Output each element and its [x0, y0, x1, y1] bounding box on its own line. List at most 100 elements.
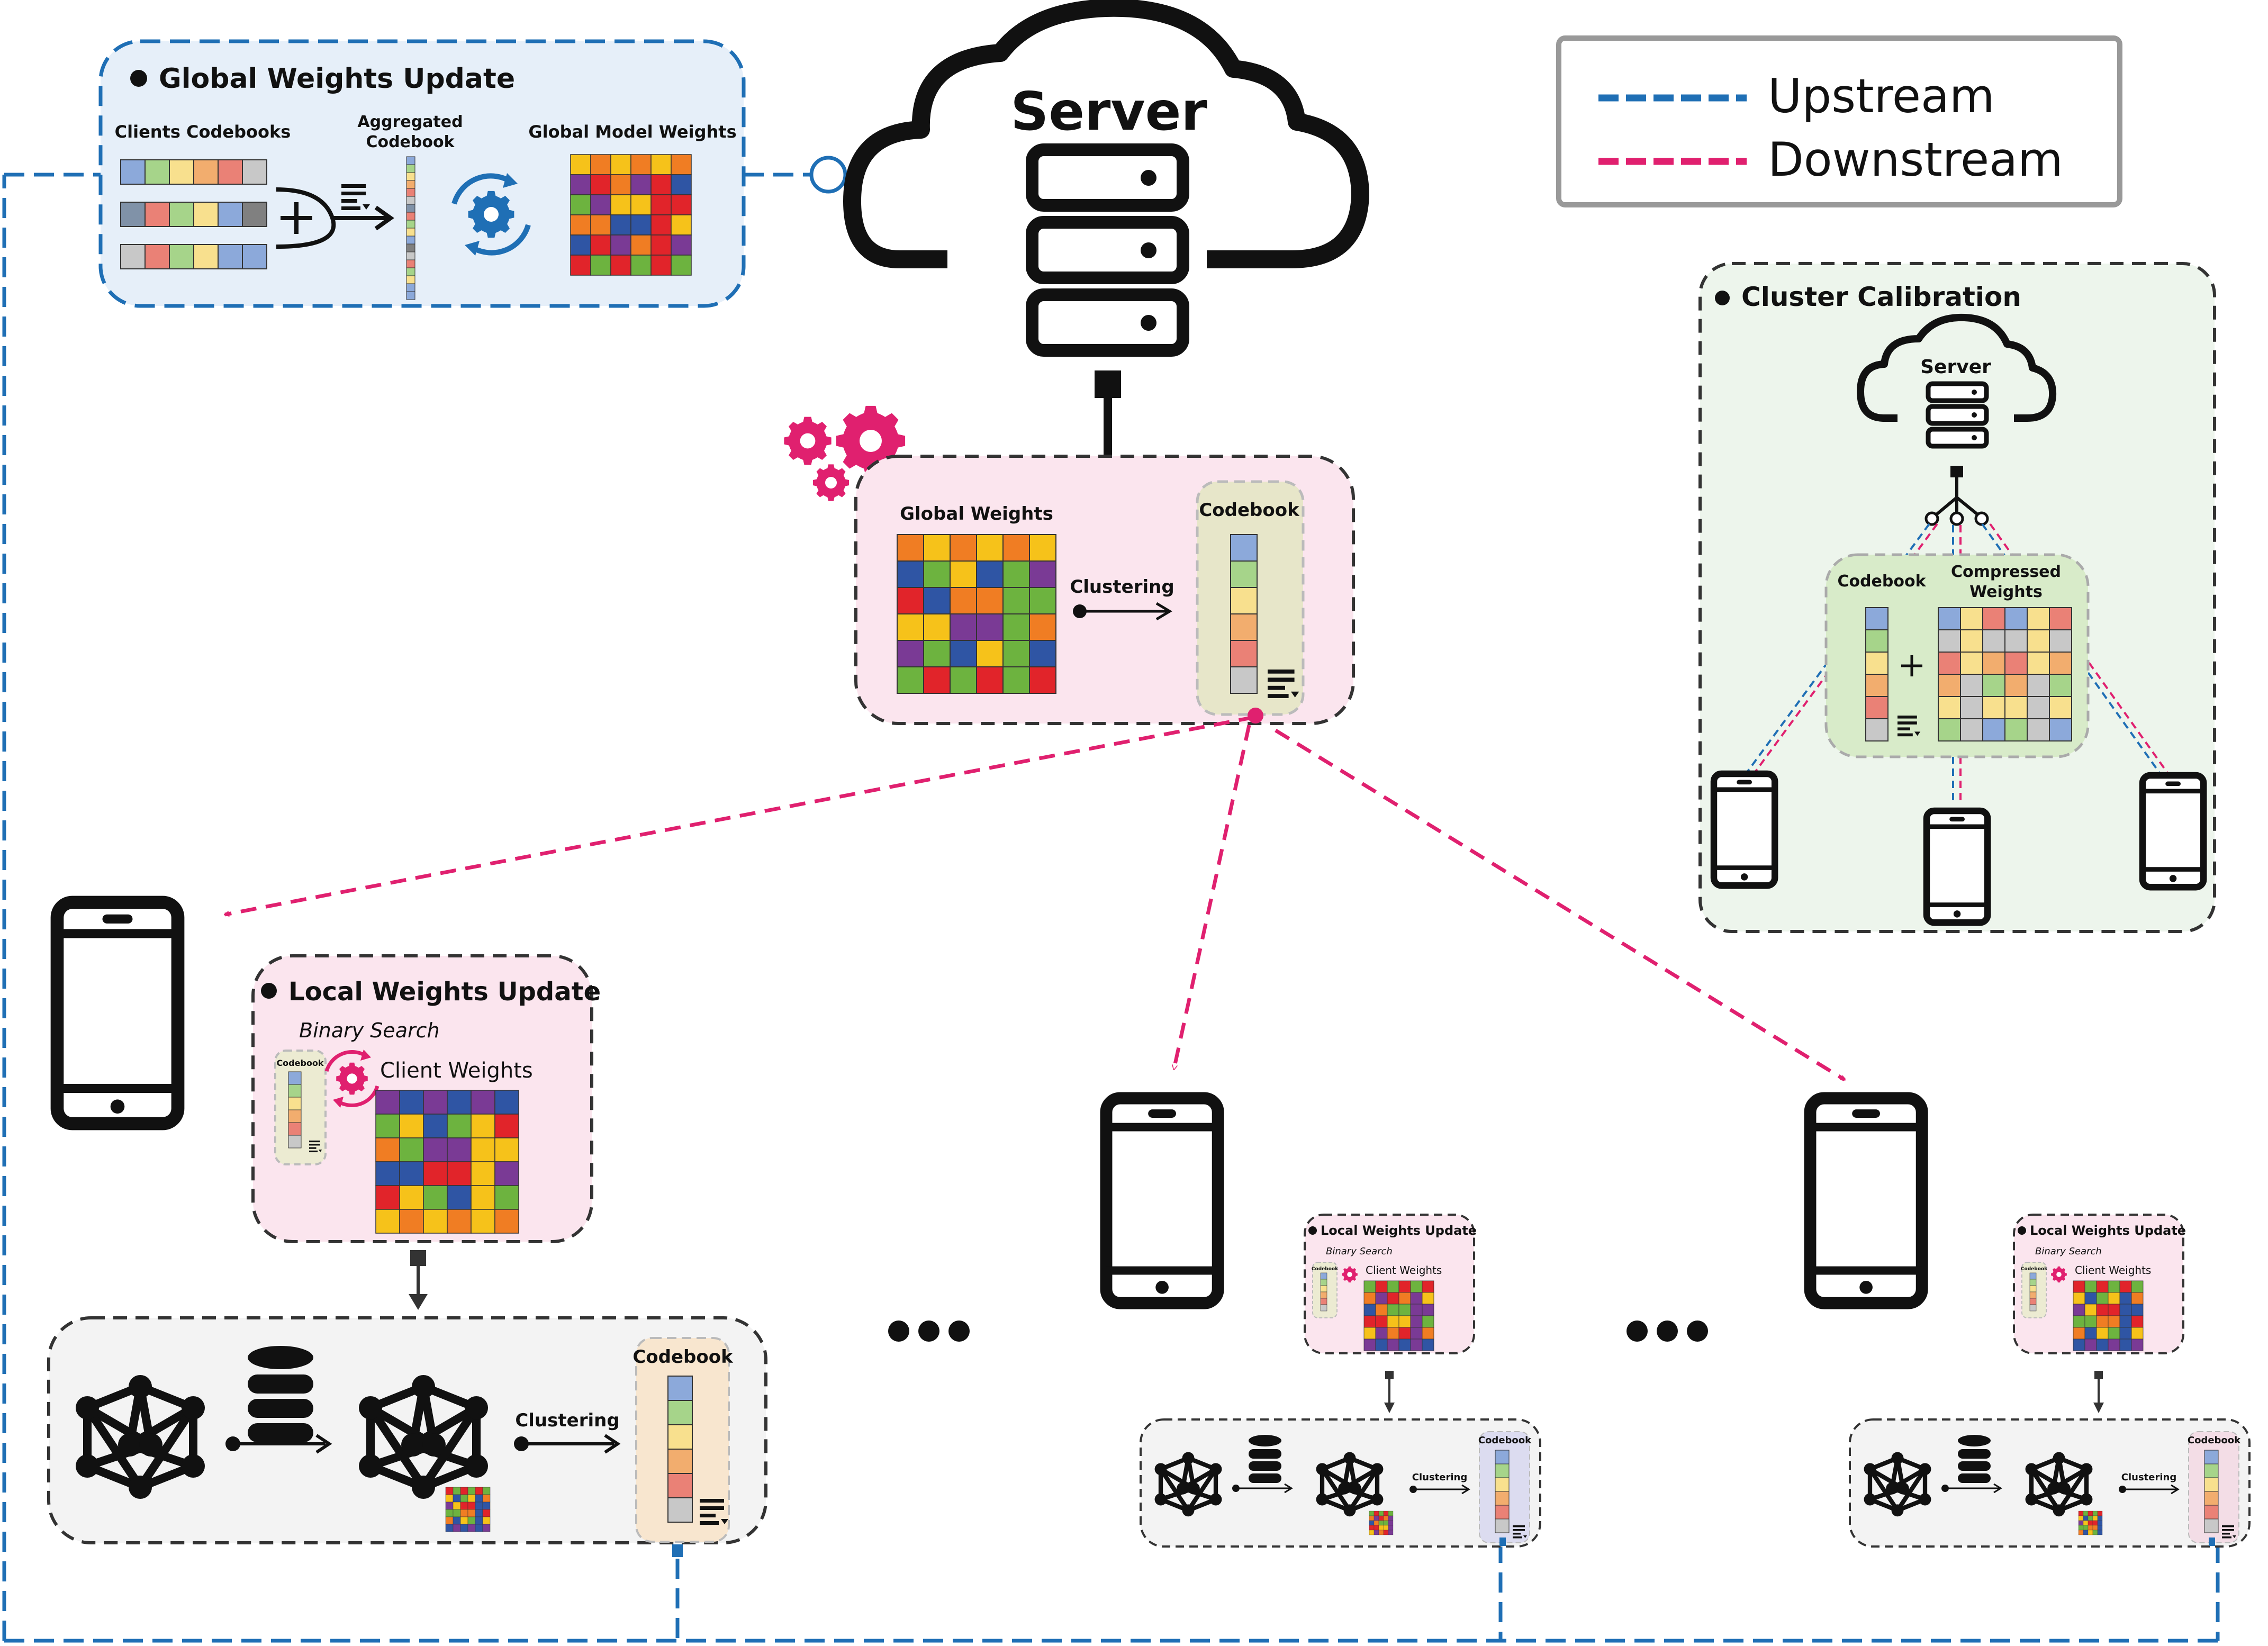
codebook-cell: [667, 1424, 693, 1450]
weight-cell: [2108, 1338, 2120, 1351]
compressed-cell: [1938, 674, 1961, 697]
compressed-label-1: Compressed: [1951, 563, 2061, 581]
client-weights-grid: [375, 1090, 519, 1234]
weight-cell: [1029, 560, 1056, 588]
aggregate-merge-icon: [276, 187, 394, 249]
codebook-cell: [1320, 1272, 1327, 1280]
plus-icon: [1901, 655, 1922, 676]
weight-cell: [482, 1487, 491, 1495]
codebook-cell: [169, 159, 194, 185]
compressed-cell: [2049, 629, 2072, 653]
compressed-cell: [2004, 674, 2028, 697]
weight-cell: [399, 1090, 424, 1115]
weight-cell: [2131, 1292, 2144, 1305]
weight-cell: [610, 154, 631, 175]
weight-cell: [2131, 1338, 2144, 1351]
weight-cell: [475, 1494, 483, 1503]
weight-cell: [2083, 1515, 2089, 1521]
aggregated-cell: [406, 243, 415, 252]
weight-cell: [2119, 1327, 2132, 1340]
weight-cell: [1375, 1280, 1388, 1293]
codebook-cell: [1495, 1518, 1510, 1533]
weight-cell: [423, 1209, 448, 1234]
weight-cell: [2092, 1525, 2098, 1531]
calibration-server-label: Server: [1920, 356, 1991, 378]
compressed-cell: [2049, 607, 2072, 630]
aggregated-cell: [406, 275, 415, 284]
codebook-cell: [288, 1084, 302, 1098]
upstream-connector: [809, 156, 847, 194]
aggregated-cell: [406, 283, 415, 292]
weight-cell: [976, 587, 1004, 614]
weight-cell: [1363, 1338, 1376, 1351]
weight-cell: [650, 154, 672, 175]
weight-cell: [2073, 1280, 2085, 1293]
server-clustering-panel: Global Weights Clustering Codebook: [784, 405, 1355, 725]
codebook-cell: [2204, 1450, 2219, 1464]
weight-cell: [2088, 1511, 2093, 1516]
aggregated-cell: [406, 172, 415, 181]
aggregated-cell: [406, 236, 415, 245]
weight-cell: [1375, 1292, 1388, 1305]
weight-cell: [1398, 1280, 1411, 1293]
weight-cell: [610, 255, 631, 276]
weight-cell: [2119, 1315, 2132, 1328]
clustering-label: Clustering: [1412, 1472, 1467, 1483]
compressed-cell: [2004, 718, 2028, 741]
weight-cell: [897, 613, 924, 641]
compressed-label-2: Weights: [1969, 583, 2043, 601]
weight-cell: [950, 587, 977, 614]
weight-cell: [2088, 1515, 2093, 1521]
weight-cell: [460, 1524, 468, 1532]
weight-cell: [1363, 1315, 1376, 1328]
weight-cell: [447, 1161, 472, 1186]
weight-cell: [671, 194, 692, 215]
aggregated-cell: [406, 196, 415, 205]
weight-cell: [482, 1502, 491, 1510]
weight-cell: [2088, 1530, 2093, 1535]
weight-cell: [1029, 640, 1056, 667]
weight-cell: [923, 534, 951, 562]
codebook-cell: [169, 202, 194, 227]
weight-cell: [2131, 1327, 2144, 1340]
binary-search-label: Binary Search: [2035, 1246, 2102, 1257]
weight-cell: [1383, 1511, 1389, 1516]
weight-cell: [2092, 1530, 2098, 1535]
compressed-cell: [2027, 607, 2050, 630]
local-update-title: Local Weights Update: [2030, 1223, 2186, 1238]
codebook-cell: [120, 159, 146, 185]
weight-cell: [460, 1487, 468, 1495]
weight-cell: [1387, 1338, 1399, 1351]
cluster-calibration-panel: Cluster Calibration Server: [1698, 262, 2216, 933]
weight-cell: [1410, 1292, 1423, 1305]
weight-cell: [399, 1114, 424, 1138]
codebook-cell: [667, 1376, 693, 1401]
weight-cell: [2078, 1525, 2084, 1531]
weight-cell: [375, 1114, 400, 1138]
weight-cell: [1378, 1525, 1384, 1531]
weight-cell: [2108, 1280, 2120, 1293]
compressed-cell: [1982, 718, 2005, 741]
weight-cell: [610, 234, 631, 256]
weight-cell: [2119, 1338, 2132, 1351]
global-update-title: Global Weights Update: [159, 63, 515, 95]
weight-cell: [471, 1137, 495, 1162]
weight-cell: [570, 174, 591, 195]
codebook-cell: [218, 244, 243, 269]
weight-cell: [482, 1494, 491, 1503]
ellipsis-icon: [888, 1321, 1708, 1342]
weight-cell: [2096, 1280, 2109, 1293]
client-phone-icon: [1106, 1098, 1218, 1303]
weight-cell: [482, 1516, 491, 1525]
weight-cell: [1029, 666, 1056, 694]
weight-cell: [2097, 1520, 2103, 1526]
weight-cell: [1378, 1511, 1384, 1516]
client-phone-icon: [57, 902, 178, 1124]
calibration-phone-center-icon: [1927, 811, 1987, 923]
global-weights-grid: [897, 534, 1056, 694]
weight-cell: [1363, 1304, 1376, 1316]
weight-cell: [460, 1516, 468, 1525]
legend: Upstream Downstream: [1556, 35, 2122, 207]
compressed-cell: [2027, 629, 2050, 653]
